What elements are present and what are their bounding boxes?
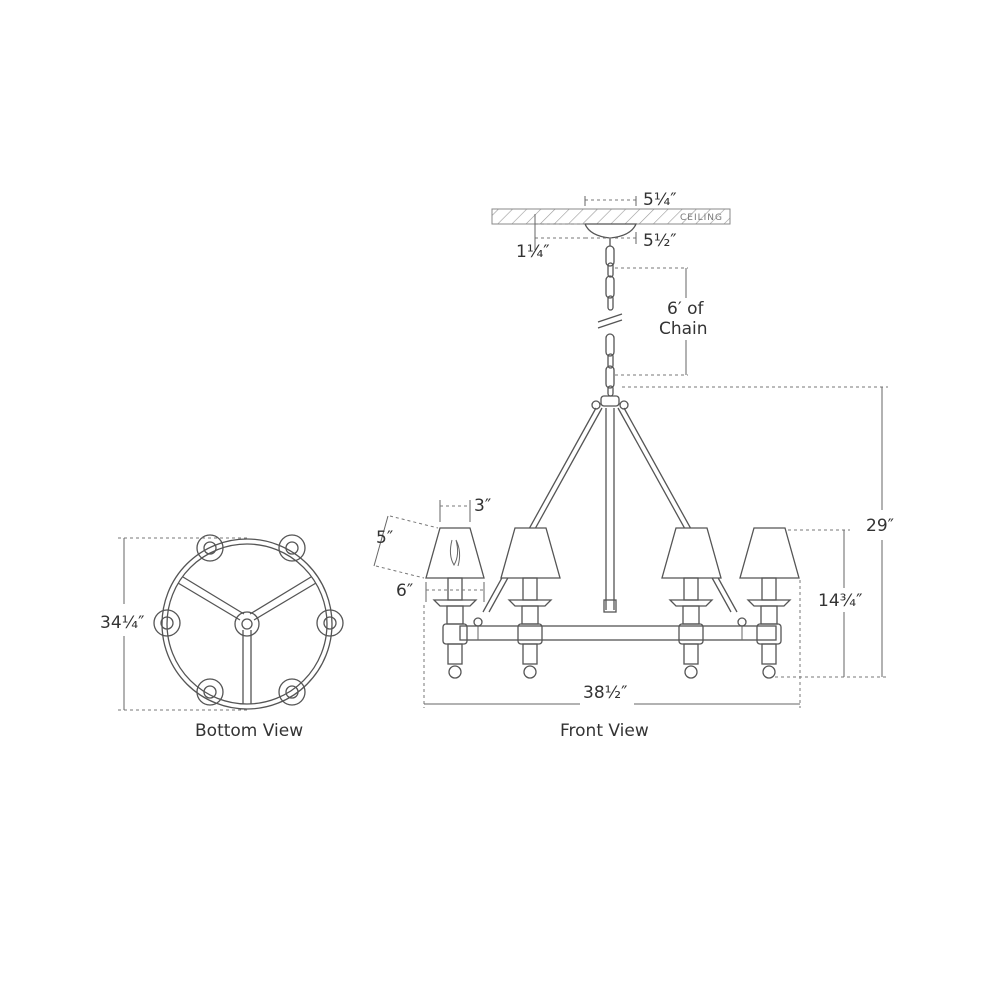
canopy-width-label: 5¼″ — [643, 190, 677, 210]
cup-5 — [196, 678, 224, 706]
canopy-height-label: 1¼″ — [516, 242, 550, 262]
lamp-4 — [739, 527, 800, 679]
bottom-diameter-dimension: 34¼″ — [100, 537, 247, 711]
overall-width-dimension: 38½″ — [423, 580, 801, 708]
shade-height-label: 5″ — [376, 528, 393, 548]
cup-2 — [278, 534, 306, 562]
shade-dimensions: 3″ 5″ 6″ — [373, 496, 491, 602]
shade-bottom-label: 6″ — [396, 581, 413, 601]
chain — [597, 245, 623, 397]
chain-length-line2: Chain — [659, 319, 708, 339]
ceiling: CEILING — [491, 208, 731, 225]
canopy-dimensions: 5¼″ 5½″ 1¼″ — [516, 190, 677, 262]
lamp-2 — [500, 527, 561, 679]
bottom-diameter-label: 34¼″ — [100, 613, 144, 633]
canopy — [584, 223, 637, 246]
lamp-3 — [661, 527, 722, 679]
fixture-height-label: 14¾″ — [818, 591, 862, 611]
cup-1 — [196, 534, 224, 562]
ceiling-label: CEILING — [680, 213, 723, 223]
cup-6 — [278, 678, 306, 706]
front-view-title: Front View — [560, 721, 649, 741]
chain-length-line1: 6′ of — [667, 299, 704, 319]
overall-width-label: 38½″ — [583, 683, 627, 703]
cup-4 — [316, 609, 344, 637]
cup-3 — [153, 609, 181, 637]
bottom-view-title: Bottom View — [195, 721, 303, 741]
lamp-1 — [425, 527, 485, 679]
overall-height-label: 29″ — [866, 516, 894, 536]
canopy-base-label: 5½″ — [643, 231, 677, 251]
shade-top-label: 3″ — [474, 496, 491, 516]
overall-height-dimension: 29″ — [622, 386, 894, 678]
bottom-view-fixture — [153, 534, 344, 710]
front-view-fixture — [425, 395, 800, 679]
chain-dimension: 6′ of Chain — [615, 267, 708, 376]
fixture-height-dimension: 14¾″ — [788, 529, 862, 677]
